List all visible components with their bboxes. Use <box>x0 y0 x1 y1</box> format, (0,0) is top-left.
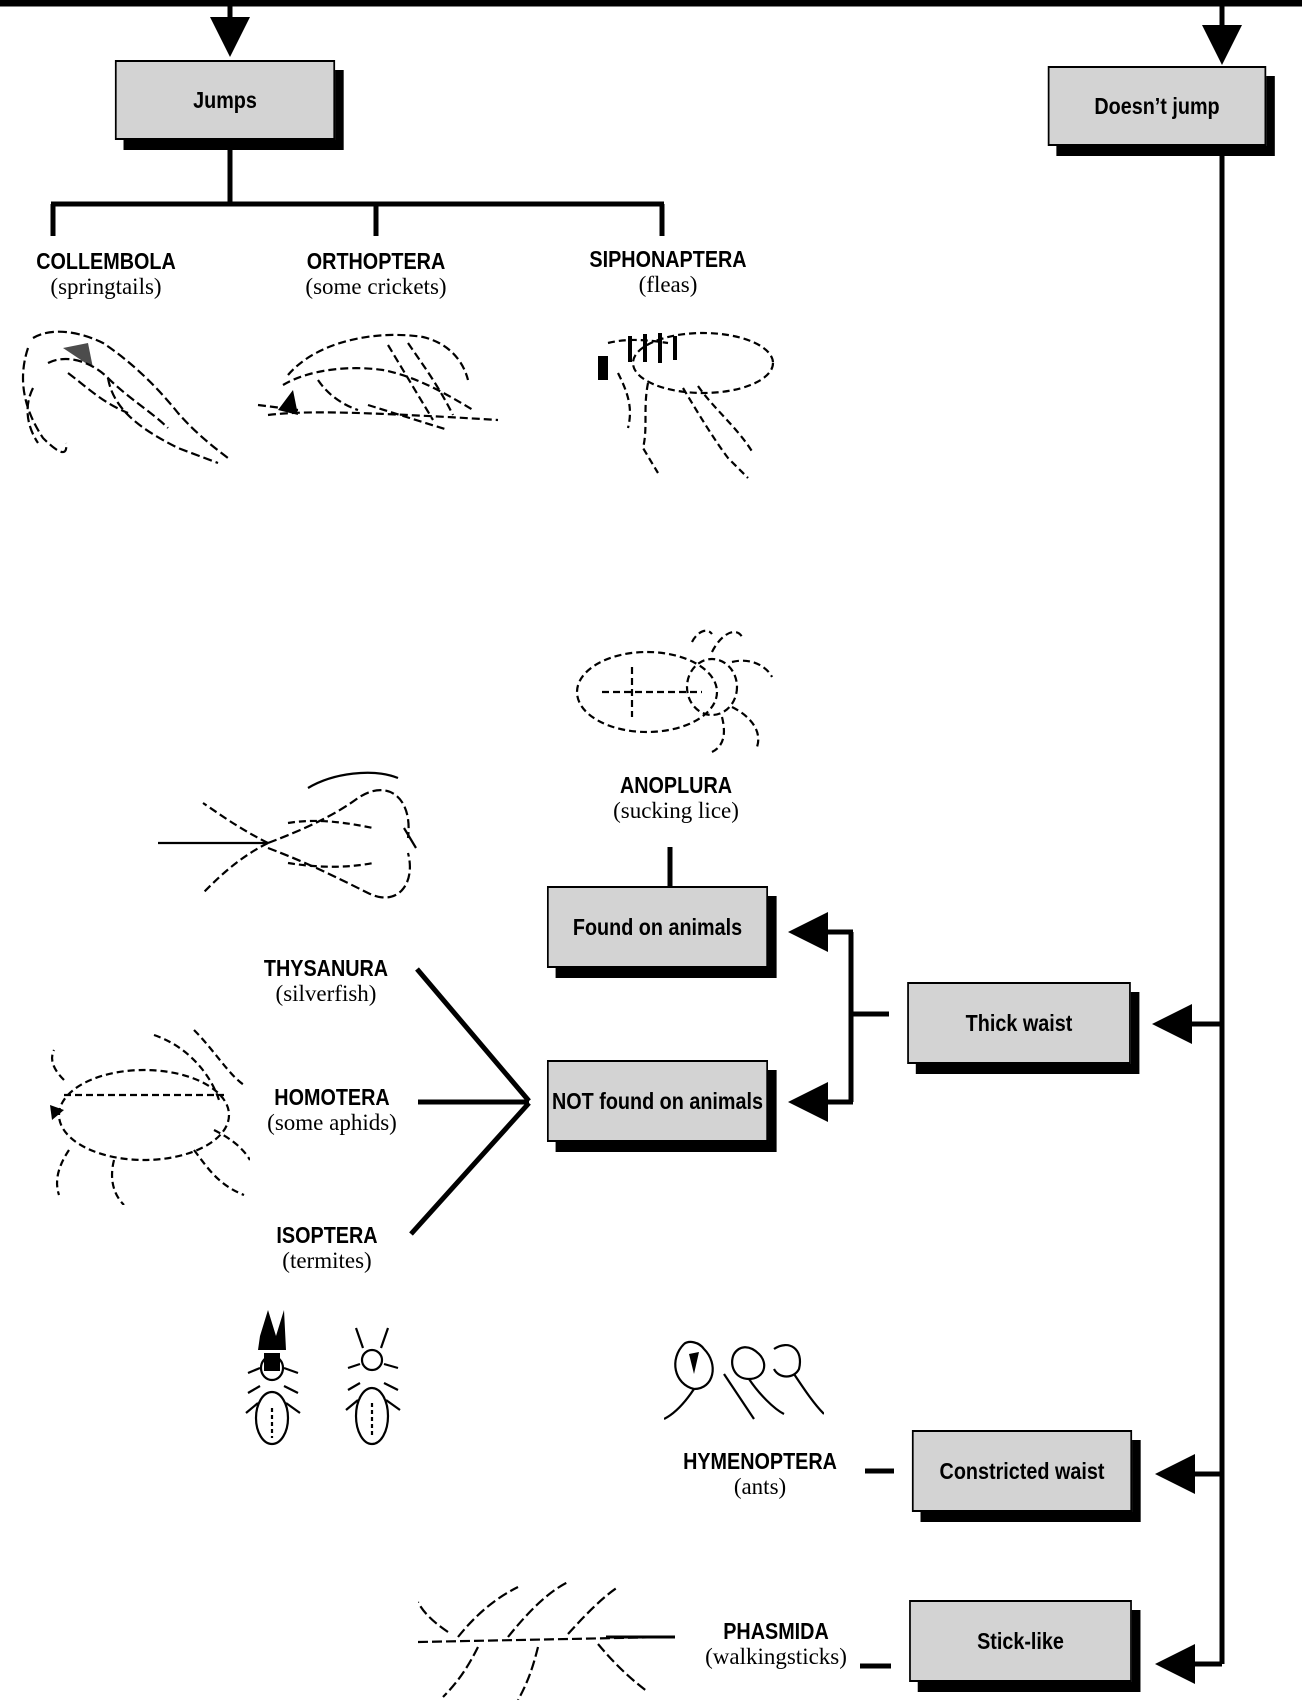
taxon-name: ISOPTERA <box>276 1222 378 1248</box>
taxon-common-name: (ants) <box>733 1474 787 1500</box>
not-found-on-animals-box: NOT found on animals <box>546 1060 769 1142</box>
taxon-hymenoptera: HYMENOPTERA (ants) <box>660 1448 860 1501</box>
taxon-common-name: (walkingsticks) <box>705 1644 847 1670</box>
doesnt-jump-box: Doesn’t jump <box>1047 66 1267 146</box>
stick-like-box: Stick-like <box>909 1600 1132 1682</box>
thick-waist-label: Thick waist <box>965 1009 1073 1036</box>
springtail-icon <box>21 330 229 465</box>
taxon-isoptera: ISOPTERA (termites) <box>227 1222 427 1275</box>
not-found-on-animals-label: NOT found on animals <box>552 1087 763 1114</box>
taxon-common-name: (some aphids) <box>267 1110 397 1136</box>
taxon-common-name: (termites) <box>282 1248 372 1274</box>
found-on-animals-label: Found on animals <box>572 913 743 940</box>
taxon-common-name: (silverfish) <box>275 981 377 1007</box>
taxon-anoplura: ANOPLURA (sucking lice) <box>576 772 776 825</box>
taxon-name: HOMOTERA <box>274 1084 390 1110</box>
termite-icon <box>245 1310 401 1446</box>
taxon-name: ORTHOPTERA <box>306 248 446 274</box>
thick-waist-box: Thick waist <box>907 982 1131 1064</box>
jumps-box: Jumps <box>114 60 336 140</box>
constricted-waist-box: Constricted waist <box>911 1430 1133 1512</box>
doesnt-jump-label: Doesn’t jump <box>1094 92 1220 119</box>
taxon-name: COLLEMBOLA <box>36 248 176 274</box>
taxon-name: ANOPLURA <box>619 772 733 798</box>
ant-icon <box>664 1340 824 1420</box>
flea-icon <box>598 331 775 479</box>
cricket-icon <box>257 333 499 432</box>
taxon-common-name: (fleas) <box>638 272 698 298</box>
taxon-name: PHASMIDA <box>723 1618 829 1644</box>
taxon-common-name: (springtails) <box>50 274 162 300</box>
constricted-waist-label: Constricted waist <box>939 1457 1105 1484</box>
taxon-name: SIPHONAPTERA <box>589 246 747 272</box>
silverfish-icon <box>158 771 417 899</box>
taxon-name: THYSANURA <box>263 955 389 981</box>
jumps-label: Jumps <box>193 86 257 113</box>
louse-icon <box>575 629 773 753</box>
taxon-phasmida: PHASMIDA (walkingsticks) <box>676 1618 876 1671</box>
taxon-homotera: HOMOTERA (some aphids) <box>232 1084 432 1137</box>
taxon-orthoptera: ORTHOPTERA (some crickets) <box>276 248 476 301</box>
found-on-animals-box: Found on animals <box>546 886 769 968</box>
taxon-thysanura: THYSANURA (silverfish) <box>226 955 426 1008</box>
stick-like-label: Stick-like <box>977 1627 1064 1654</box>
taxon-common-name: (some crickets) <box>305 274 447 300</box>
walkingstick-icon <box>418 1582 669 1700</box>
taxon-siphonaptera: SIPHONAPTERA (fleas) <box>568 246 768 299</box>
aphid-icon <box>50 1029 250 1205</box>
taxon-collembola: COLLEMBOLA (springtails) <box>0 248 212 301</box>
taxon-name: HYMENOPTERA <box>683 1448 837 1474</box>
taxon-common-name: (sucking lice) <box>613 798 739 824</box>
